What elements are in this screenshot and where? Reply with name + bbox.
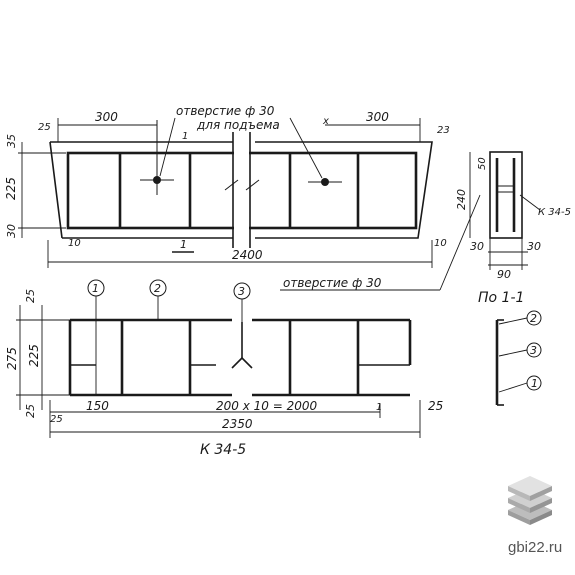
lifting-loop-leg <box>231 357 243 369</box>
dim-25-corner: 25 <box>50 414 63 425</box>
x-mark: x <box>322 116 329 127</box>
dim-30-left: 30 <box>470 240 484 253</box>
pos-1-label: 1 <box>531 377 538 390</box>
section-mark-top: 1 <box>182 131 188 142</box>
hole-note-leader-right <box>289 117 323 179</box>
dim-30-right: 30 <box>527 240 541 253</box>
hole-callout-leader <box>439 194 481 291</box>
dim-right-mark: 1 <box>376 402 382 413</box>
dim-10-left: 10 <box>68 238 81 249</box>
dim-240: 240 <box>455 189 468 210</box>
pos-2-label: 2 <box>530 312 537 325</box>
dim-300-right: 300 <box>366 110 389 124</box>
section-1-1: К 34-5 50 240 30 30 90 По 1-1 2 3 1 <box>455 151 571 406</box>
hole-callout: отверстие ф 30 <box>283 276 382 290</box>
pos-2-label: 2 <box>154 282 161 295</box>
watermark: gbi22.ru <box>508 476 562 556</box>
dim-25-top: 25 <box>24 289 37 303</box>
dim-10-right: 10 <box>434 238 447 249</box>
section-title: По 1-1 <box>478 290 524 306</box>
pos-leader <box>498 349 528 357</box>
dim-90: 90 <box>497 268 511 281</box>
dim-225-front: 225 <box>27 344 41 367</box>
top-view: 300 300 отверстие ф 30 для подъема 25 23… <box>4 104 481 291</box>
stacked-slabs-icon <box>508 476 552 525</box>
break-zig-2 <box>245 179 260 191</box>
dim-275: 275 <box>5 347 19 370</box>
pos-3-label: 3 <box>238 285 245 298</box>
front-view: 1 2 3 25 275 225 25 25 150 200 x 10 = 20… <box>5 279 443 458</box>
pos-leader <box>498 317 528 325</box>
pos-leader <box>498 382 528 393</box>
dim-225: 225 <box>4 177 18 200</box>
section-outline <box>489 151 523 239</box>
dim-2350: 2350 <box>222 417 253 431</box>
pos-1-label: 1 <box>92 282 99 295</box>
hole-note-leader-left <box>159 117 176 177</box>
dim-300-left: 300 <box>95 110 118 124</box>
dim-2400: 2400 <box>232 248 263 262</box>
section-label: К 34-5 <box>538 207 571 218</box>
dim-30: 30 <box>5 224 18 238</box>
pos-marker-2 <box>149 279 167 297</box>
section-mark: 1 <box>180 238 187 251</box>
section-label-leader <box>519 194 541 211</box>
front-view-title: К 34-5 <box>200 442 246 458</box>
hole-note-line2: для подъема <box>196 118 280 132</box>
hole-note-line1: отверстие ф 30 <box>176 104 275 118</box>
dim-35: 35 <box>5 134 18 148</box>
break-gap <box>234 140 249 240</box>
dim-150: 150 <box>86 399 109 413</box>
pos-3-label: 3 <box>530 344 537 357</box>
pos-marker-3 <box>233 282 251 300</box>
dim-50: 50 <box>477 157 488 170</box>
dim-25-left: 25 <box>38 122 51 133</box>
pos-marker-1 <box>87 279 105 297</box>
lifting-loop-leg <box>241 357 253 369</box>
break-zig-1 <box>224 179 239 191</box>
top-view-left-edge <box>49 141 63 239</box>
dim-spacing: 200 x 10 = 2000 <box>216 399 317 413</box>
dim-25-right: 25 <box>428 399 443 413</box>
dim-25-bottom: 25 <box>24 404 37 418</box>
dim-23-right: 23 <box>437 125 450 136</box>
watermark-text: gbi22.ru <box>508 539 562 556</box>
